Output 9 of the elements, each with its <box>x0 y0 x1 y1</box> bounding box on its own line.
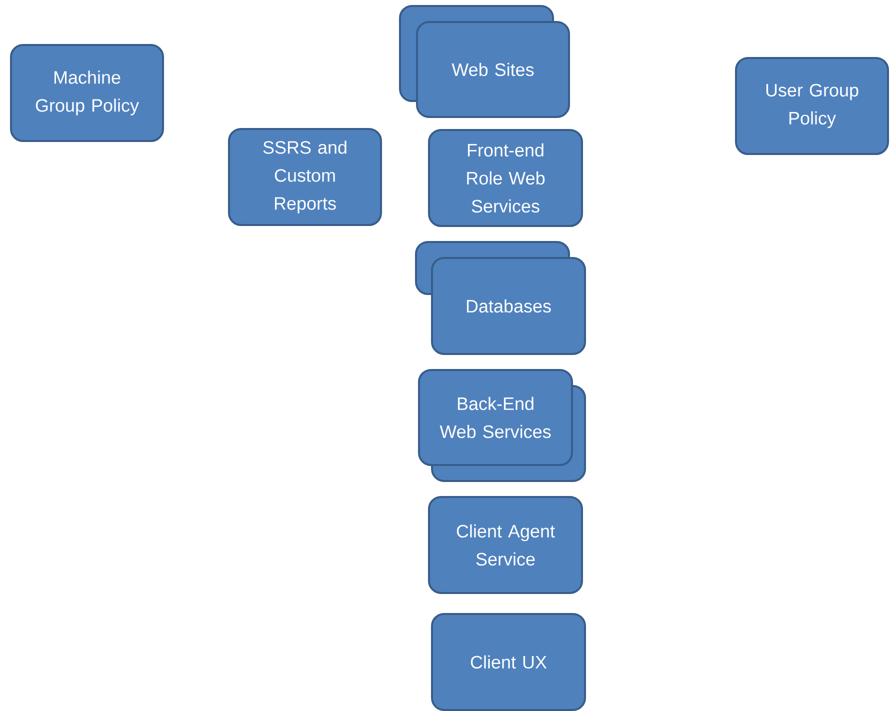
process-box: Databases <box>431 257 586 355</box>
process-box: Machine Group Policy <box>10 44 164 142</box>
process-box: User Group Policy <box>735 57 889 155</box>
process-box: Client Agent Service <box>428 496 583 594</box>
process-box: SSRS and Custom Reports <box>228 128 382 226</box>
process-box: Web Sites <box>416 21 570 118</box>
process-box: Front-end Role Web Services <box>428 129 583 227</box>
process-box: Client UX <box>431 613 586 711</box>
process-box: Back-End Web Services <box>418 369 573 466</box>
